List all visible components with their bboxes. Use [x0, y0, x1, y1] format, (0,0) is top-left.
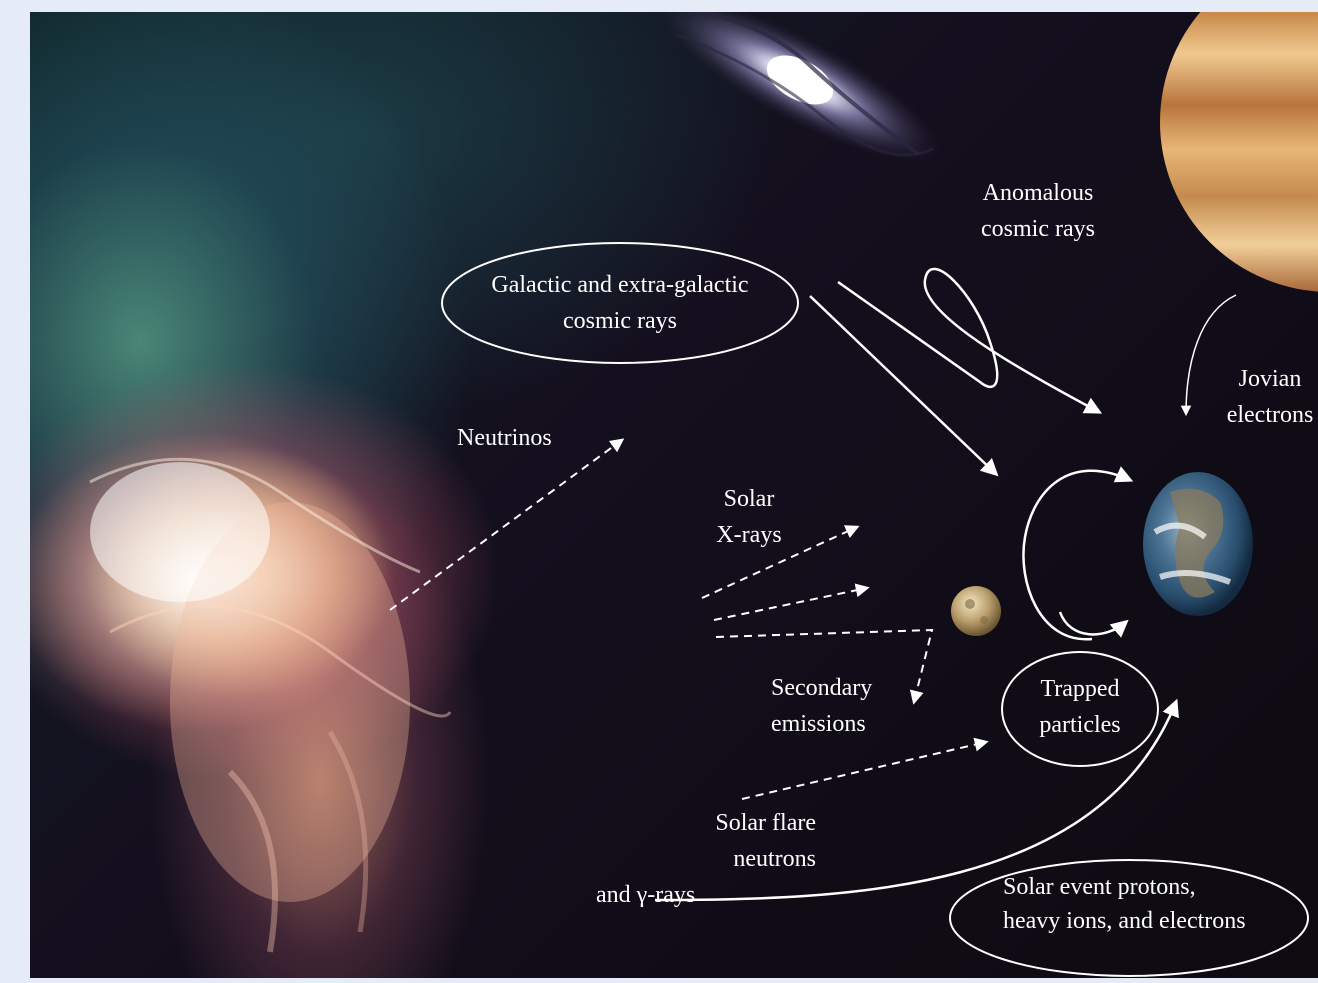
spiral-galaxy-icon: [639, 12, 961, 192]
galactic-arrow-1: [810, 296, 996, 474]
jovian-line-2: electrons: [1214, 397, 1318, 433]
solar-event-line-1: Solar event protons,: [1003, 870, 1246, 904]
solar-xrays-line-2: X-rays: [696, 517, 802, 553]
flare-neutron-arrow: [742, 742, 986, 799]
sun-corona-icon: [30, 432, 450, 952]
jovian-line-1: Jovian: [1214, 361, 1318, 397]
trapped-line-1: Trapped: [1012, 671, 1148, 707]
galactic-line-1: Galactic and extra-galactic: [442, 267, 798, 303]
jupiter-planet-icon: [1160, 12, 1318, 292]
galactic-line-2: cosmic rays: [442, 303, 798, 339]
trapped-line-2: particles: [1012, 707, 1148, 743]
flare-line-2: neutrons: [596, 841, 816, 877]
secondary-line-1: Secondary: [771, 670, 872, 706]
solar-xrays-label: Solar X-rays: [696, 481, 802, 553]
jovian-electrons-label: Jovian electrons: [1214, 361, 1318, 433]
secondary-emissions-label: Secondary emissions: [771, 670, 872, 742]
anomalous-cosmic-rays-label: Anomalous cosmic rays: [950, 175, 1126, 247]
flare-line-1: Solar flare: [596, 805, 816, 841]
earth-planet-icon: [1143, 472, 1253, 616]
galactic-arrow-zigzag: [838, 269, 1099, 412]
trapped-particles-loop: [1023, 471, 1130, 640]
galactic-cosmic-rays-label: Galactic and extra-galactic cosmic rays: [442, 267, 798, 339]
moon-icon: [951, 586, 1001, 636]
solar-flare-neutrons-label: Solar flare neutrons and γ-rays: [596, 805, 816, 913]
solar-xrays-line-1: Solar: [696, 481, 802, 517]
xray-arrow-2: [714, 588, 867, 620]
solar-event-protons-label: Solar event protons, heavy ions, and ele…: [1003, 870, 1246, 938]
trapped-particles-label: Trapped particles: [1012, 671, 1148, 743]
secondary-line-2: emissions: [771, 706, 872, 742]
space-radiation-diagram: Galactic and extra-galactic cosmic rays …: [30, 12, 1318, 978]
anomalous-line-2: cosmic rays: [950, 211, 1126, 247]
solar-event-line-2: heavy ions, and electrons: [1003, 904, 1246, 938]
neutrinos-label: Neutrinos: [457, 420, 552, 456]
neutrinos-arrow: [390, 440, 622, 610]
trapped-particles-return: [1060, 612, 1126, 634]
anomalous-line-1: Anomalous: [950, 175, 1126, 211]
flare-line-3: and γ-rays: [596, 877, 816, 913]
